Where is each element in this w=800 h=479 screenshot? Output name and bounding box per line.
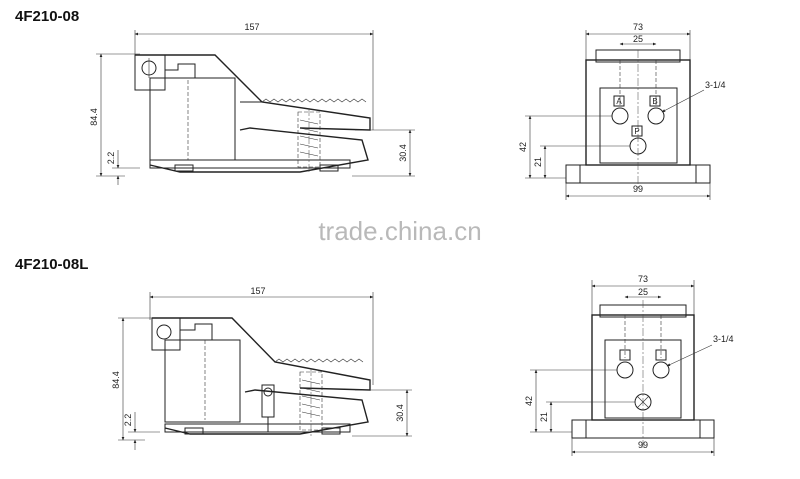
dim-pedal-height-l: 30.4 — [395, 404, 405, 422]
dim-port-height: 21 — [533, 157, 543, 167]
dim-height: 84.4 — [89, 108, 99, 126]
dim-port-spacing-l: 25 — [638, 287, 648, 297]
dim-height-front-l: 42 — [524, 396, 534, 406]
watermark-text: trade.china.cn — [318, 216, 481, 246]
dim-base-l: 2.2 — [123, 414, 133, 427]
side-view-4f210-08l: 157 84.4 2.2 30.4 — [111, 286, 412, 450]
port-thread-label: 3-1/4 — [705, 80, 726, 90]
dim-width-top-l: 73 — [638, 274, 648, 284]
port-label-a: A — [616, 97, 622, 106]
model-title-4f210-08: 4F210-08 — [15, 8, 80, 25]
side-view-4f210-08: 157 84.4 2.2 3 — [89, 22, 415, 185]
dim-base-width: 99 — [633, 184, 643, 194]
dim-width-top: 73 — [633, 22, 643, 32]
dim-port-height-l: 21 — [539, 412, 549, 422]
model-title-4f210-08l: 4F210-08L — [15, 256, 89, 273]
port-label-p: P — [634, 127, 639, 136]
front-view-4f210-08: 73 25 A B P 3-1/4 42 21 — [518, 22, 726, 200]
dim-pedal-height: 30.4 — [398, 144, 408, 162]
dim-port-spacing: 25 — [633, 34, 643, 44]
dim-length-l: 157 — [250, 286, 265, 296]
front-view-4f210-08l: 73 25 3-1/4 42 21 99 — [524, 274, 734, 456]
port-thread-label-l: 3-1/4 — [713, 334, 734, 344]
dim-length: 157 — [244, 22, 259, 32]
dim-base-width-l: 99 — [638, 440, 648, 450]
dim-height-l: 84.4 — [111, 371, 121, 389]
port-label-b: B — [652, 97, 657, 106]
dim-height-front: 42 — [518, 142, 528, 152]
dim-base: 2.2 — [106, 152, 116, 165]
